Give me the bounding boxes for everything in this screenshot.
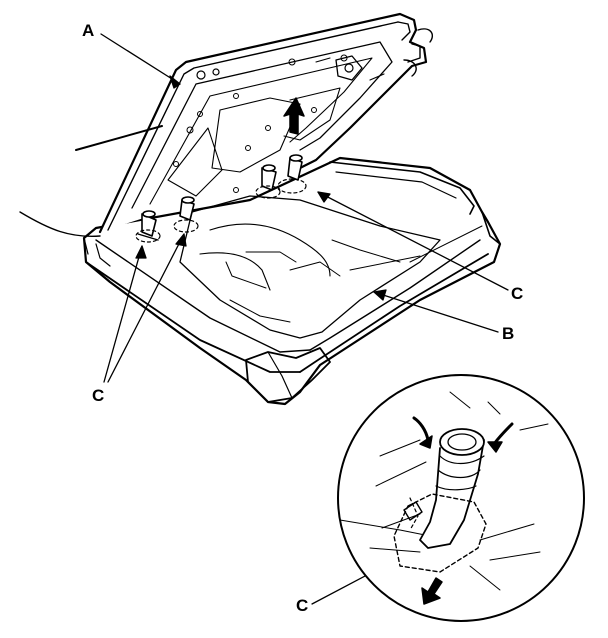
wire-cable bbox=[19, 211, 101, 237]
seat-back-panel bbox=[98, 12, 434, 234]
clip-post-right-1 bbox=[261, 164, 277, 191]
clip-post-left-2 bbox=[179, 196, 195, 221]
clip-post-right-2 bbox=[287, 154, 303, 181]
callout-a: A bbox=[82, 21, 95, 40]
callout-c-left: C bbox=[92, 386, 105, 405]
pull-direction-line bbox=[75, 125, 163, 151]
rotate-arrows-icon bbox=[412, 416, 514, 453]
arrow-down-icon bbox=[421, 577, 443, 605]
callout-c-detail: C bbox=[296, 596, 309, 615]
callout-c-right: C bbox=[511, 284, 524, 303]
callout-b: B bbox=[502, 324, 515, 343]
arrow-up-icon bbox=[283, 97, 305, 135]
detail-circle bbox=[337, 374, 585, 622]
clip-sockets bbox=[135, 178, 307, 243]
